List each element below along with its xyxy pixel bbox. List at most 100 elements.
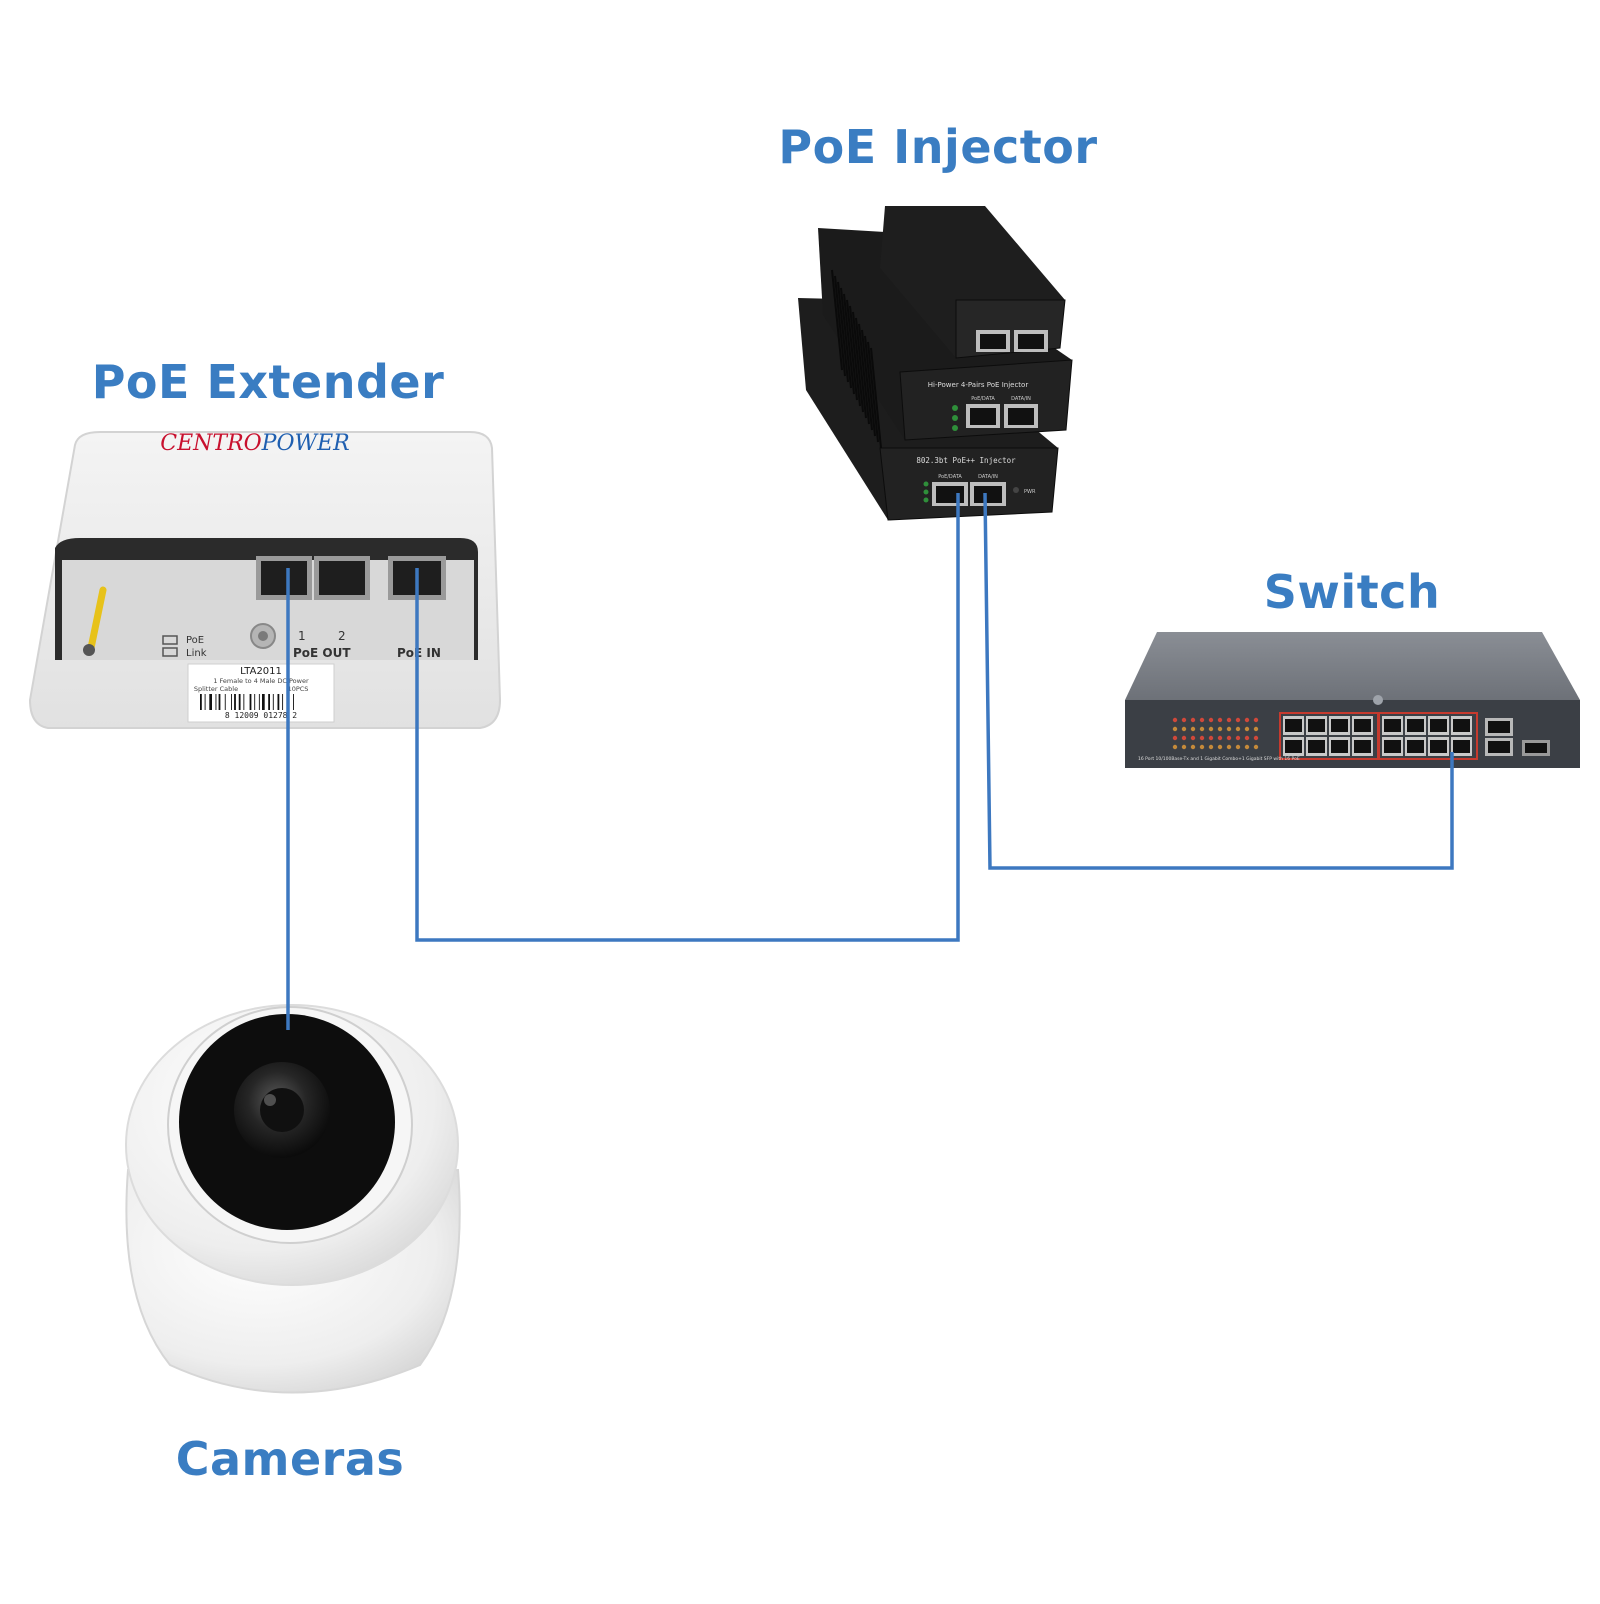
switch-led [1208, 717, 1214, 723]
switch-port[interactable] [1451, 737, 1472, 756]
injector-middle-title: Hi-Power 4-Pairs PoE Injector [928, 381, 1029, 389]
switch-port[interactable] [1428, 737, 1449, 756]
poe-injector-device: Hi-Power 4-Pairs PoE Injector PoE/DATA D… [798, 206, 1073, 521]
barcode-bar [254, 694, 256, 710]
switch-port[interactable] [1428, 716, 1449, 735]
switch-port[interactable] [1283, 737, 1304, 756]
switch-port-socket [1384, 719, 1401, 732]
switch-led [1217, 744, 1223, 750]
switch-port-socket [1453, 719, 1470, 732]
switch-poe-ports [1279, 712, 1478, 760]
sticker-model: LTA2011 [240, 666, 282, 677]
switch-port[interactable] [1329, 737, 1350, 756]
injector-bottom-title: 802.3bt PoE++ Injector [916, 456, 1016, 465]
switch-led [1244, 726, 1250, 732]
switch-led [1235, 717, 1241, 723]
switch-port[interactable] [1329, 716, 1350, 735]
switch-led [1208, 744, 1214, 750]
barcode-bar [234, 694, 236, 710]
switch-port[interactable] [1352, 716, 1373, 735]
switch-uplink-port-top[interactable] [1485, 718, 1513, 736]
switch-led [1181, 717, 1187, 723]
switch-port-socket [1354, 719, 1371, 732]
injector-middle-port-b[interactable] [1004, 404, 1038, 428]
injector-bottom-led [923, 497, 929, 503]
brand-part-centro: CENTRO [160, 431, 261, 456]
switch-led [1172, 744, 1178, 750]
switch-led [1235, 735, 1241, 741]
switch-port[interactable] [1283, 716, 1304, 735]
label-cameras: Cameras [175, 1432, 405, 1486]
sticker-line-1: 1 Female to 4 Male DC Power [213, 677, 309, 685]
switch-port[interactable] [1306, 737, 1327, 756]
barcode-bar [282, 694, 284, 710]
switch-led [1253, 744, 1259, 750]
vent-slit [849, 305, 861, 407]
injector-bottom-led [923, 489, 929, 495]
switch-port[interactable] [1405, 737, 1426, 756]
vent-slit [837, 281, 849, 383]
barcode-bar [249, 694, 252, 710]
barcode-bar [209, 694, 212, 710]
barcode-bar [277, 694, 280, 710]
switch-sfp-port[interactable] [1522, 740, 1550, 756]
port-1-number: 1 [298, 629, 306, 643]
switch-port[interactable] [1405, 716, 1426, 735]
switch-port[interactable] [1382, 716, 1403, 735]
switch-port-socket [1308, 740, 1325, 753]
switch-port-socket [1308, 719, 1325, 732]
vent-slit [870, 347, 882, 449]
switch-led [1217, 726, 1223, 732]
label-poe-injector: PoE Injector [778, 120, 1098, 174]
switch-led [1253, 735, 1259, 741]
poe-out-port-1[interactable] [256, 556, 312, 600]
vent-slit [861, 329, 873, 431]
injector-middle-led [952, 405, 958, 411]
barcode-bar [268, 694, 270, 710]
switch-port[interactable] [1352, 737, 1373, 756]
sticker-line-2: Splitter Cable [194, 685, 238, 693]
barcode [200, 694, 294, 710]
barcode-bar [293, 694, 294, 710]
injector-middle-port-a[interactable] [966, 404, 1000, 428]
switch-port-socket [1331, 719, 1348, 732]
barcode-bar [204, 694, 206, 710]
vent-slit [867, 341, 879, 443]
switch-device: 16 Port 10/100Base-Tx and 1 Gigabit Comb… [1125, 632, 1580, 768]
extender-brand-logo: CENTROPOWER [160, 431, 350, 456]
injector-top-port-b[interactable] [1014, 330, 1048, 352]
switch-led [1181, 726, 1187, 732]
switch-port-socket [1453, 740, 1470, 753]
switch-top-panel [1125, 632, 1580, 700]
injector-top-port-a[interactable] [976, 330, 1010, 352]
switch-led [1208, 735, 1214, 741]
switch-led [1190, 735, 1196, 741]
cable-injector-to-switch [983, 492, 1454, 870]
switch-led [1199, 744, 1205, 750]
barcode-bar [218, 694, 221, 710]
switch-port-socket [1331, 740, 1348, 753]
switch-port[interactable] [1451, 716, 1472, 735]
injector-pwr-label: PWR [1024, 489, 1036, 495]
ground-wire [87, 586, 107, 652]
switch-led [1190, 726, 1196, 732]
switch-led [1226, 726, 1232, 732]
switch-port[interactable] [1306, 716, 1327, 735]
vent-slit [840, 287, 852, 389]
barcode-bar [224, 694, 226, 710]
switch-led [1226, 744, 1232, 750]
poe-out-port-2[interactable] [314, 556, 370, 600]
switch-led [1217, 717, 1223, 723]
switch-uplink-port-bottom[interactable] [1485, 738, 1513, 756]
injector-pwr-led [1013, 487, 1019, 493]
barcode-digits: 8 12009 01278 2 [225, 711, 297, 720]
switch-led [1226, 717, 1232, 723]
injector-bottom-port-a[interactable] [932, 482, 968, 506]
switch-port[interactable] [1382, 737, 1403, 756]
barcode-bar [262, 694, 265, 710]
injector-vents [831, 269, 882, 449]
injector-bottom-port-b[interactable] [970, 482, 1006, 506]
switch-port-socket [1407, 740, 1424, 753]
